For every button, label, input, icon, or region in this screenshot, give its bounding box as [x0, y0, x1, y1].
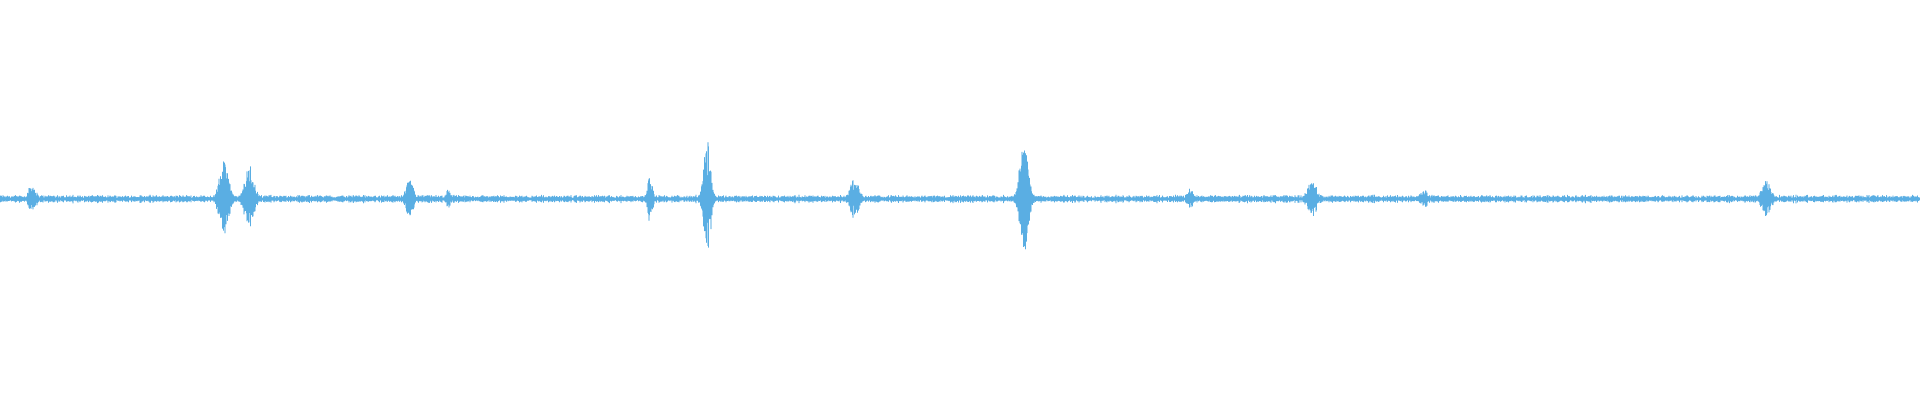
waveform-trace — [0, 142, 1920, 250]
